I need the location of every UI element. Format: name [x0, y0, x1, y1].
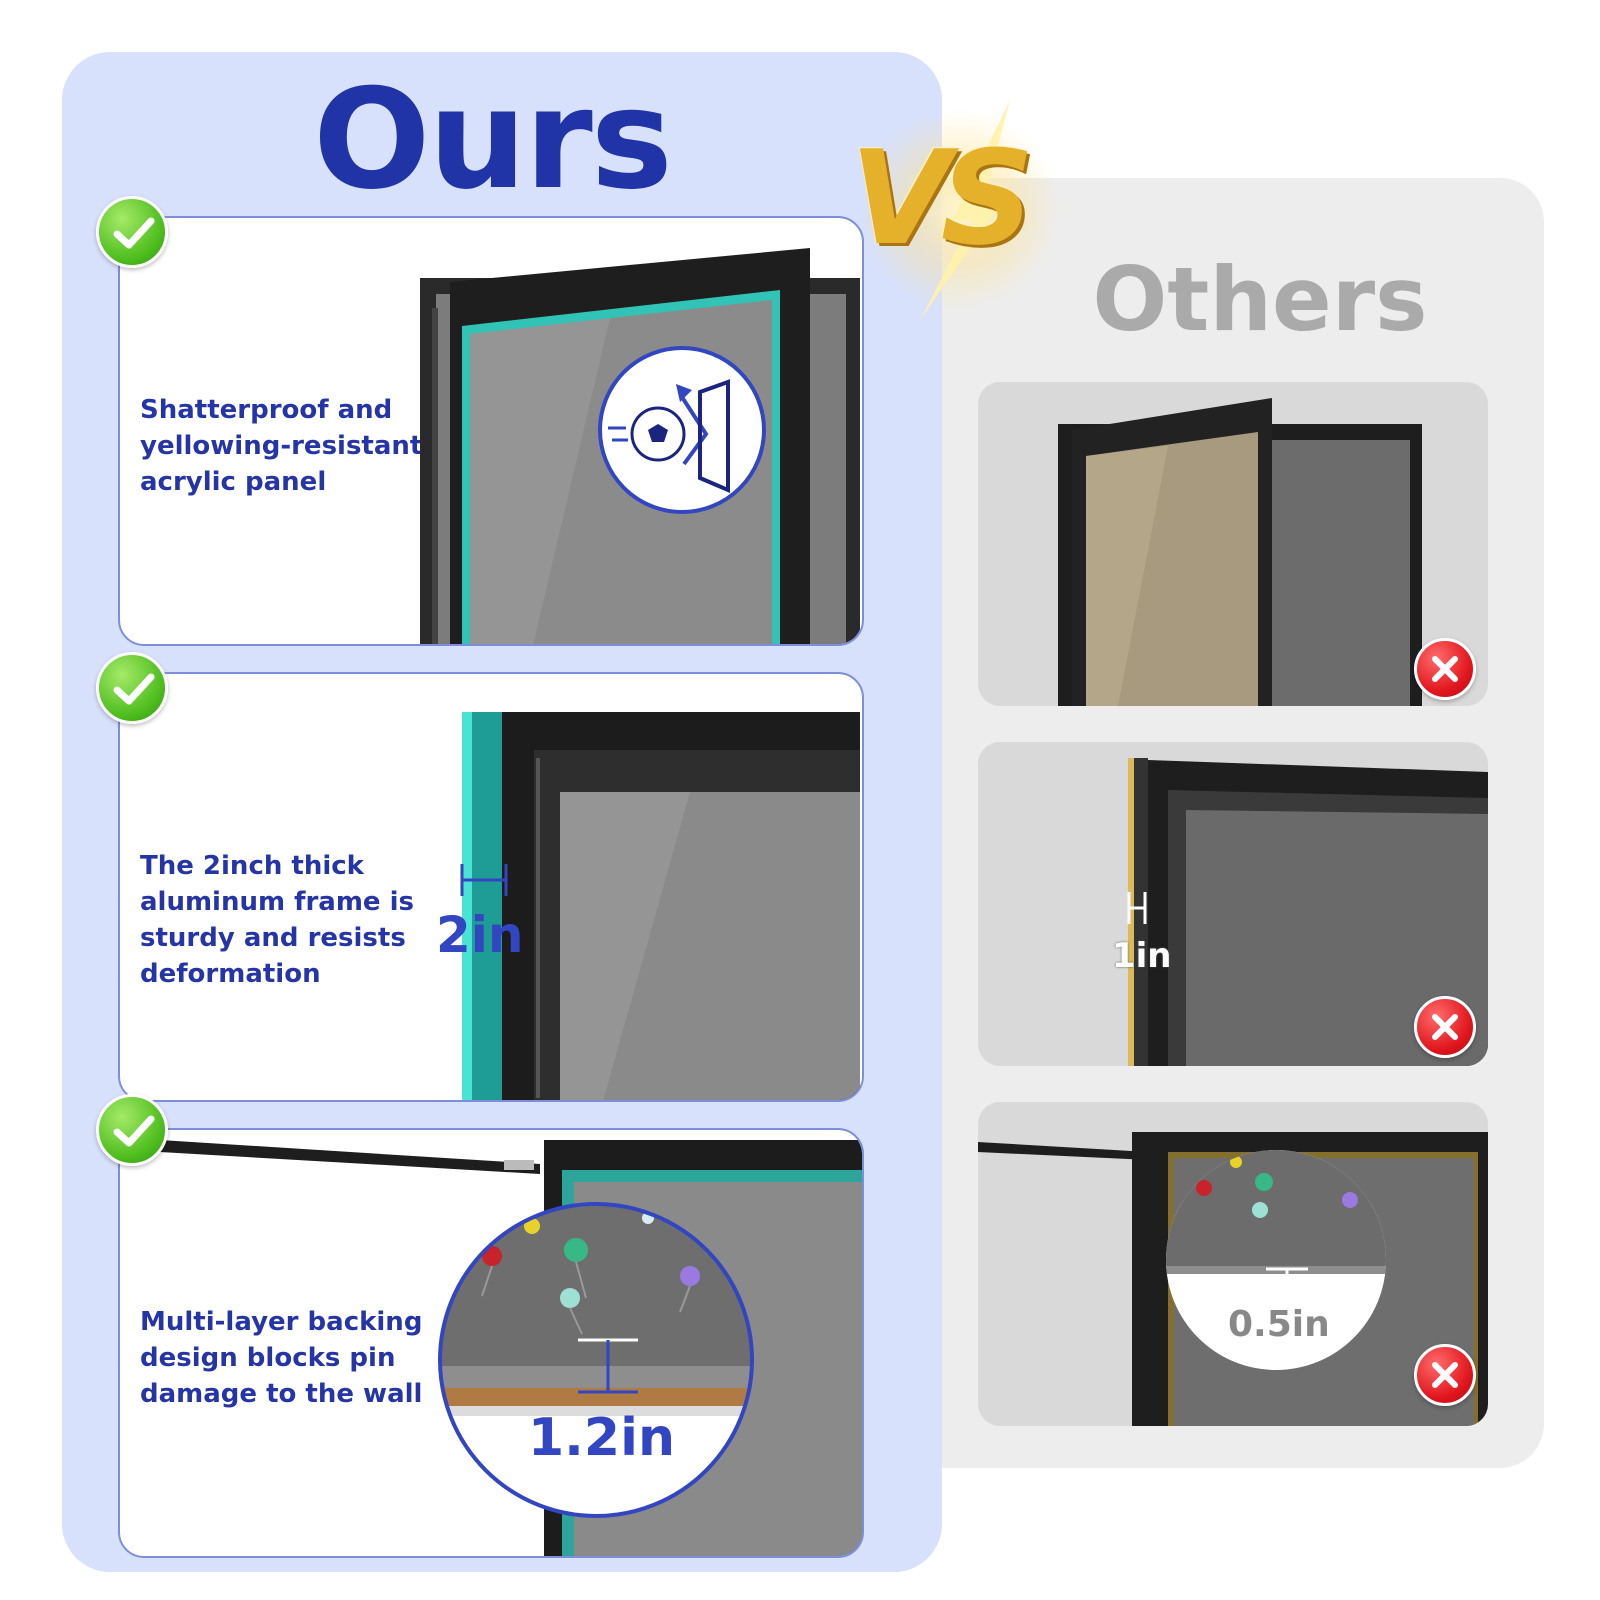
lightning-burst-icon	[860, 100, 1060, 320]
ours-title: Ours	[313, 59, 673, 220]
cross-icon	[1414, 638, 1476, 700]
others-title: Others	[1092, 248, 1428, 351]
frame-measure-label: 2in	[436, 906, 524, 964]
feature-text: Shatterproof and yellowing-resistant acr…	[140, 395, 423, 497]
feature-card-backing: Multi-layer backing design blocks pin da…	[118, 1128, 864, 1558]
yellowed-cabinet-image	[1058, 398, 1422, 706]
frame-measure-label: 1in	[1112, 936, 1172, 976]
feature-card-frame: The 2inch thick aluminum frame is sturdy…	[118, 672, 864, 1102]
feature-text: The 2inch thick aluminum frame is sturdy…	[140, 851, 414, 989]
soccer-ball-impact-icon	[598, 346, 766, 514]
cross-icon	[1414, 996, 1476, 1058]
cross-icon	[1414, 1344, 1476, 1406]
vs-label: VS	[850, 122, 1034, 274]
check-icon	[96, 1094, 168, 1166]
thickness-measure-icon	[1266, 1267, 1308, 1287]
thick-frame-corner-image	[462, 712, 860, 1100]
pinned-cork-layers-image	[438, 1202, 754, 1518]
width-measure-icon	[1127, 892, 1147, 924]
others-item-backing: 0.5in	[978, 1102, 1488, 1426]
feature-text: Multi-layer backing design blocks pin da…	[140, 1307, 423, 1409]
backing-measure-label: 1.2in	[528, 1408, 675, 1468]
thickness-measure-icon	[578, 1338, 638, 1394]
feature-card-acrylic: Shatterproof and yellowing-resistant acr…	[118, 216, 864, 646]
check-icon	[96, 652, 168, 724]
others-item-frame: 1in	[978, 742, 1488, 1066]
pinned-cork-thin-image	[1166, 1150, 1386, 1370]
others-item-panel	[978, 382, 1488, 706]
backing-measure-label: 0.5in	[1228, 1304, 1330, 1345]
thin-frame-corner-image	[1128, 758, 1488, 1066]
width-measure-icon	[460, 864, 508, 896]
check-icon	[96, 196, 168, 268]
